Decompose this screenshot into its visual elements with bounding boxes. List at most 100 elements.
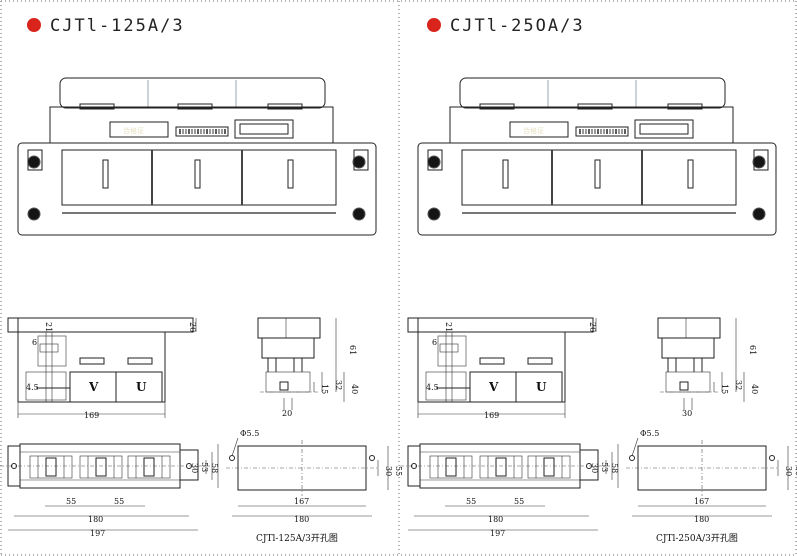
cutout-caption: CJTl-125A/3开孔图	[256, 533, 338, 544]
dim-55b-label: 55	[514, 497, 524, 506]
terminal-frame	[127, 455, 171, 479]
dim-197-label: 197	[90, 529, 105, 538]
bottom-right-ear	[579, 449, 599, 481]
terminal-slot	[95, 457, 107, 477]
mounting-flange	[417, 142, 777, 236]
dim-32-label: 32	[734, 380, 743, 390]
phase-label-v: V	[88, 380, 99, 394]
leader	[231, 437, 239, 457]
side-terminal	[679, 381, 689, 391]
dim-6-label: 6	[32, 338, 37, 347]
dim-4.5-label: 4.5	[26, 383, 39, 392]
mounting-hole	[427, 207, 441, 221]
terminal-slot	[143, 457, 155, 477]
side-cover	[657, 317, 721, 339]
dim-55c-label: 55	[794, 466, 797, 476]
dim-180b-label: 180	[694, 515, 709, 524]
side-cover	[257, 317, 321, 339]
panel-title: CJTl-25OA/3	[450, 16, 585, 36]
flange-boss	[427, 149, 443, 171]
dim-180-label: 180	[88, 515, 103, 524]
rating-plate	[634, 119, 694, 139]
leader	[631, 437, 639, 457]
dim-21-label: 21	[44, 322, 53, 332]
mounting-hole	[752, 207, 766, 221]
mounting-hole	[352, 155, 366, 169]
terminal-blade	[102, 159, 109, 189]
dim-15-label: 15	[720, 384, 729, 394]
dim-55b-label: 55	[114, 497, 124, 506]
dim-55a-label: 55	[466, 497, 476, 506]
phase-box-u	[115, 371, 163, 403]
terminal-slot	[45, 457, 57, 477]
terminal-blade	[502, 159, 509, 189]
side-terminal	[279, 381, 289, 391]
terminal-slot	[495, 457, 507, 477]
dim-167-label: 167	[694, 497, 709, 506]
cutout-hole	[369, 455, 375, 461]
terminal-cavity	[61, 149, 337, 206]
arc-cover	[459, 77, 726, 109]
phase-label-u: U	[136, 380, 147, 394]
dim-hole-dia-label: Φ5.5	[640, 429, 659, 438]
cutout-hole	[229, 455, 235, 461]
terminal-cavity	[461, 149, 737, 206]
barcode-strip	[175, 126, 229, 137]
slot	[479, 357, 505, 365]
dim-58-label: 58	[210, 463, 219, 473]
dim-30b-label: 30	[784, 466, 793, 476]
front-top-strip	[17, 317, 194, 333]
terminal-frame	[527, 455, 571, 479]
mounting-hole	[27, 155, 41, 169]
dim-4.5-label: 4.5	[426, 383, 439, 392]
screw-head	[439, 343, 459, 353]
mount-hole-mark	[586, 463, 592, 469]
mounting-hole	[427, 155, 441, 169]
cutout-hole	[629, 455, 635, 461]
terminal-block	[25, 371, 67, 401]
dim-20-label: 20	[588, 322, 597, 332]
mounting-hole	[352, 207, 366, 221]
front-top-strip	[417, 317, 594, 333]
screw-head	[39, 343, 59, 353]
dim-40-label: 40	[750, 384, 759, 394]
terminal-blade	[287, 159, 294, 189]
cert-label	[109, 121, 169, 138]
terminal-blade	[594, 159, 601, 189]
mount-hole-mark	[411, 463, 417, 469]
dim-30-label: 30	[190, 463, 199, 473]
dim-53-label: 53	[600, 462, 609, 472]
flange-boss	[753, 149, 769, 171]
dim-169-label: 169	[84, 411, 99, 420]
dim-180b-label: 180	[294, 515, 309, 524]
terminal-frame	[479, 455, 523, 479]
dim-15-label: 15	[320, 384, 329, 394]
mounting-flange	[17, 142, 377, 236]
terminal-slot	[445, 457, 457, 477]
terminal-blade	[194, 159, 201, 189]
front-left-tab	[7, 317, 19, 333]
cutout-caption: CJTl-250A/3开孔图	[656, 533, 738, 544]
dim-167-label: 167	[294, 497, 309, 506]
arc-cover	[59, 77, 326, 109]
side-body	[261, 337, 315, 359]
dim-21-label: 21	[444, 322, 453, 332]
dim-side-width-label: 30	[682, 409, 692, 418]
dim-30-label: 30	[590, 463, 599, 473]
dim-55c-label: 55	[394, 466, 403, 476]
mounting-hole	[27, 207, 41, 221]
mount-hole-mark	[186, 463, 192, 469]
dim-55a-label: 55	[66, 497, 76, 506]
dim-61-label: 61	[748, 345, 757, 355]
dim-hole-dia-label: Φ5.5	[240, 429, 259, 438]
cert-label-text: 合格证	[123, 126, 144, 135]
dim-30b-label: 30	[384, 466, 393, 476]
